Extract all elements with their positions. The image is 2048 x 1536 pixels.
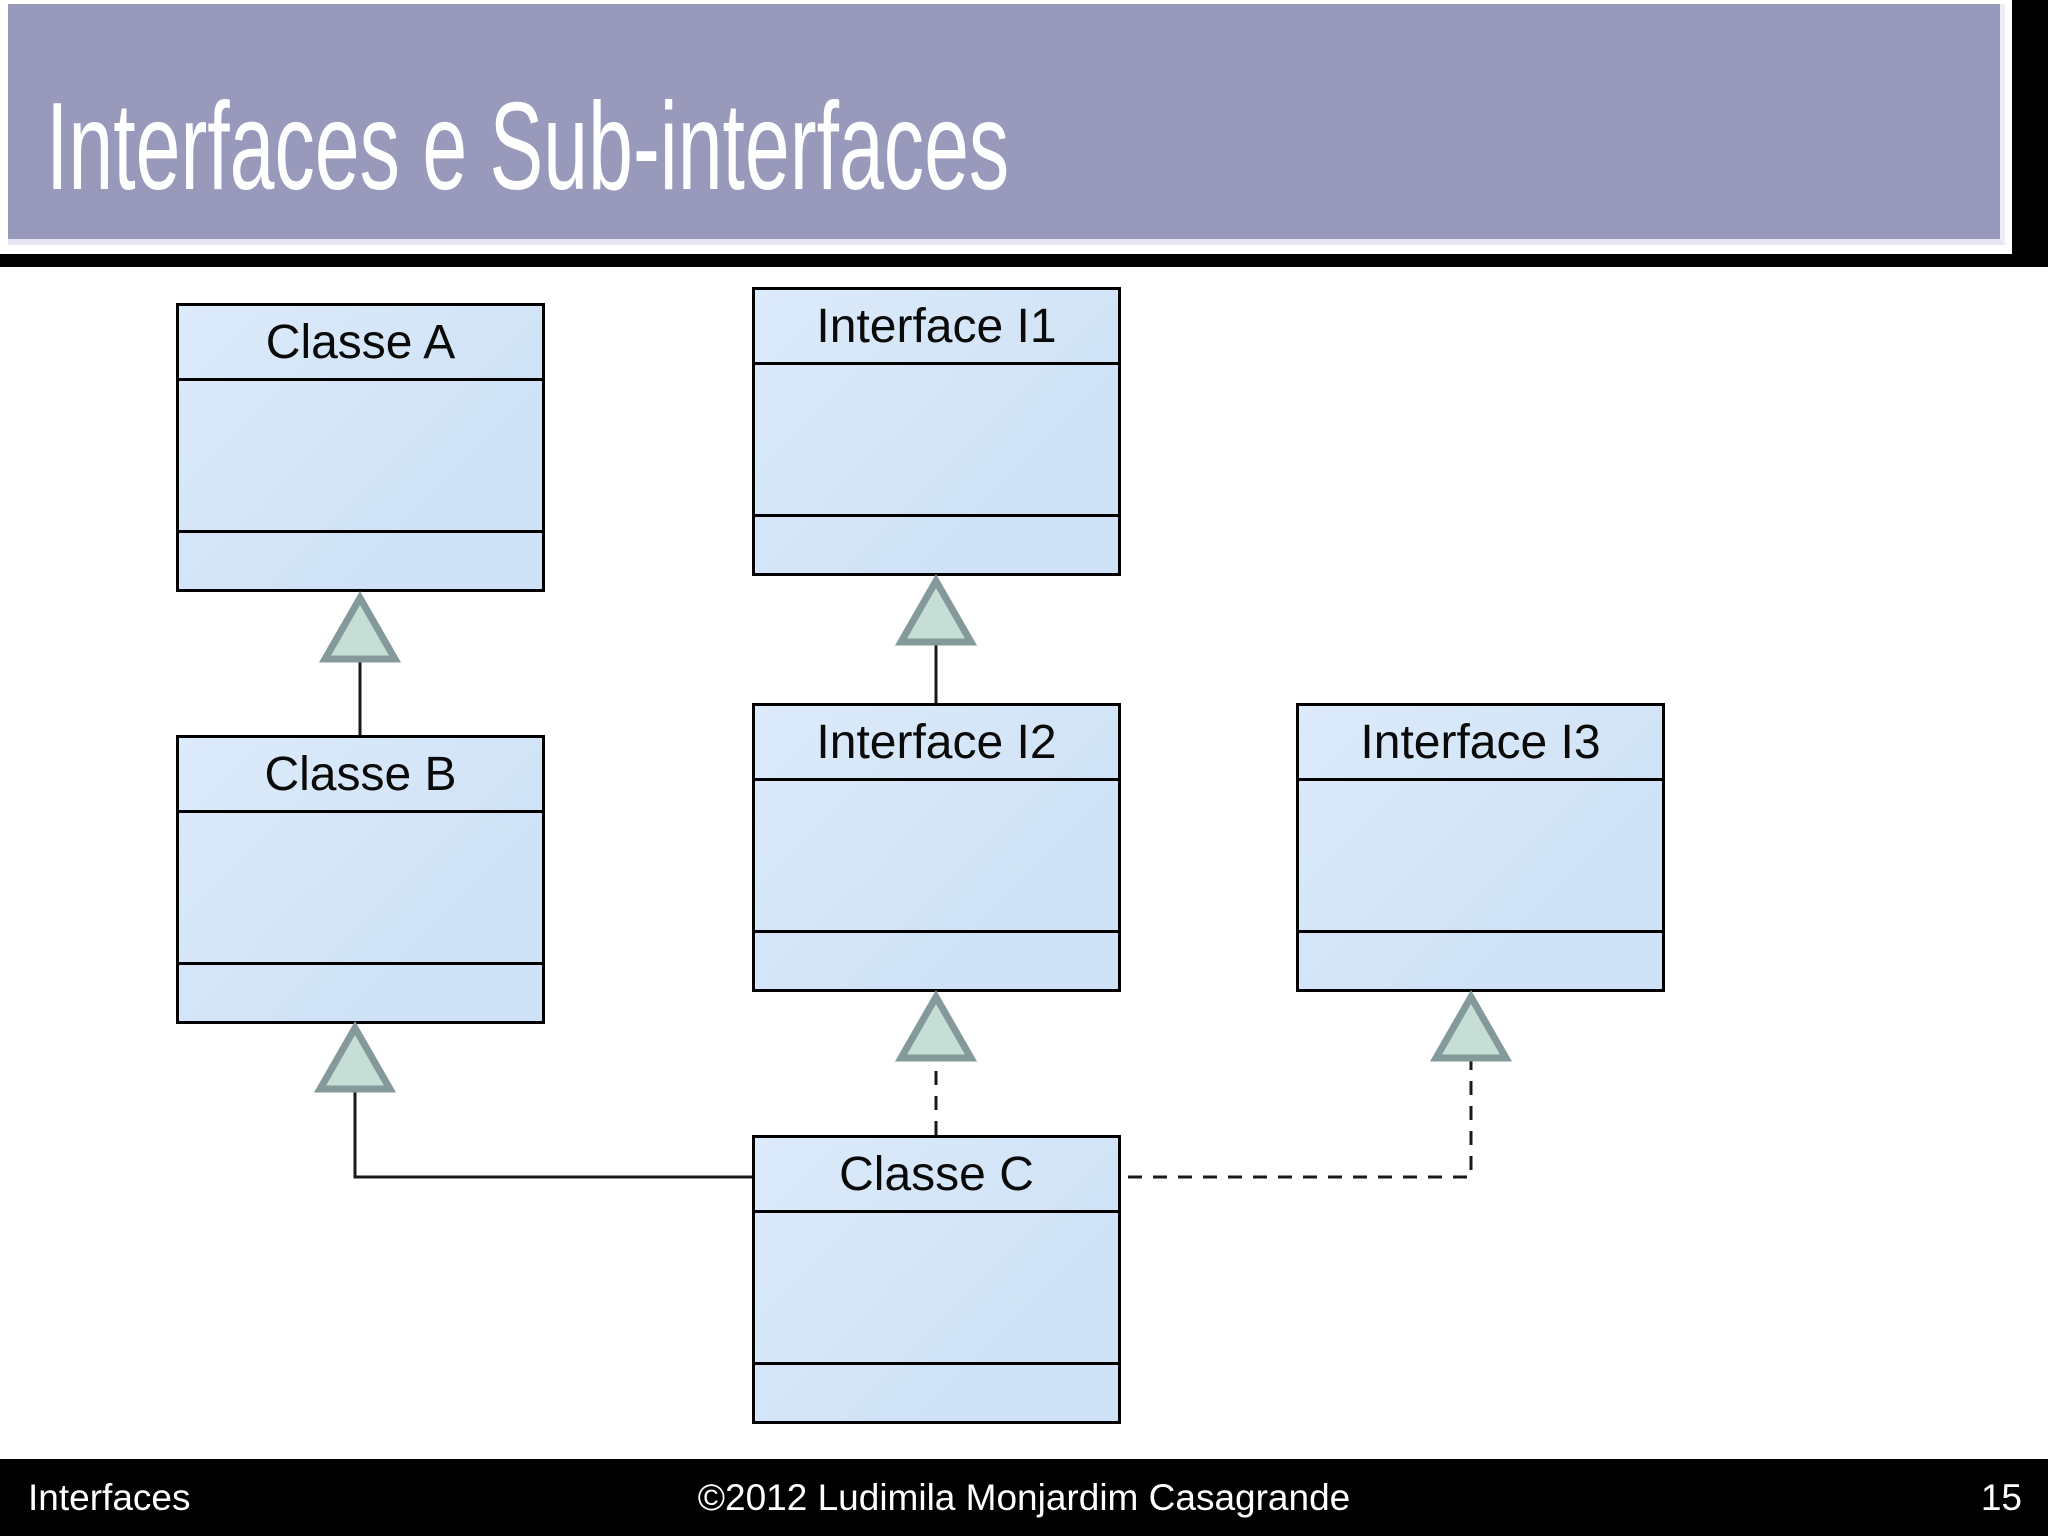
attributes-compartment [179,381,542,533]
footer-section-label: Interfaces [28,1476,191,1518]
uml-class-box-classe-b: Classe B [176,735,545,1024]
realization-line-c-to-i3 [1128,1061,1473,1179]
uml-class-box-interface-i2: Interface I2 [752,703,1121,992]
uml-class-box-interface-i1: Interface I1 [752,287,1121,576]
attributes-compartment [179,813,542,965]
class-name-label: Interface I1 [755,290,1118,365]
generalization-arrow-icon [313,1020,397,1093]
operations-compartment [755,933,1118,989]
class-name-label: Classe C [755,1138,1118,1213]
class-name-label: Interface I2 [755,706,1118,781]
uml-class-box-interface-i3: Interface I3 [1296,703,1665,992]
header-shadow-right [2012,0,2048,267]
operations-compartment [755,1365,1118,1421]
attributes-compartment [755,781,1118,933]
operations-compartment [755,517,1118,573]
attributes-compartment [1299,781,1662,933]
header-shadow-band [0,254,2048,267]
uml-class-box-classe-c: Classe C [752,1135,1121,1424]
generalization-arrow-icon [894,573,978,646]
footer-bar: Interfaces ©2012 Ludimila Monjardim Casa… [0,1459,2048,1536]
attributes-compartment [755,1213,1118,1365]
uml-class-box-classe-a: Classe A [176,303,545,592]
attributes-compartment [755,365,1118,517]
header-bar [8,4,2005,245]
class-name-label: Classe B [179,738,542,813]
realization-arrow-icon [894,989,978,1062]
class-name-label: Classe A [179,306,542,381]
realization-arrow-icon [1429,989,1513,1062]
operations-compartment [1299,933,1662,989]
operations-compartment [179,533,542,589]
class-name-label: Interface I3 [1299,706,1662,781]
generalization-arrow-icon [318,590,402,663]
page-title: Interfaces e Sub-interfaces [46,78,1010,216]
operations-compartment [179,965,542,1021]
footer-page-number: 15 [1980,1476,2022,1518]
footer-copyright: ©2012 Ludimila Monjardim Casagrande [697,1476,1351,1518]
generalization-line-c-to-b [353,1092,752,1179]
